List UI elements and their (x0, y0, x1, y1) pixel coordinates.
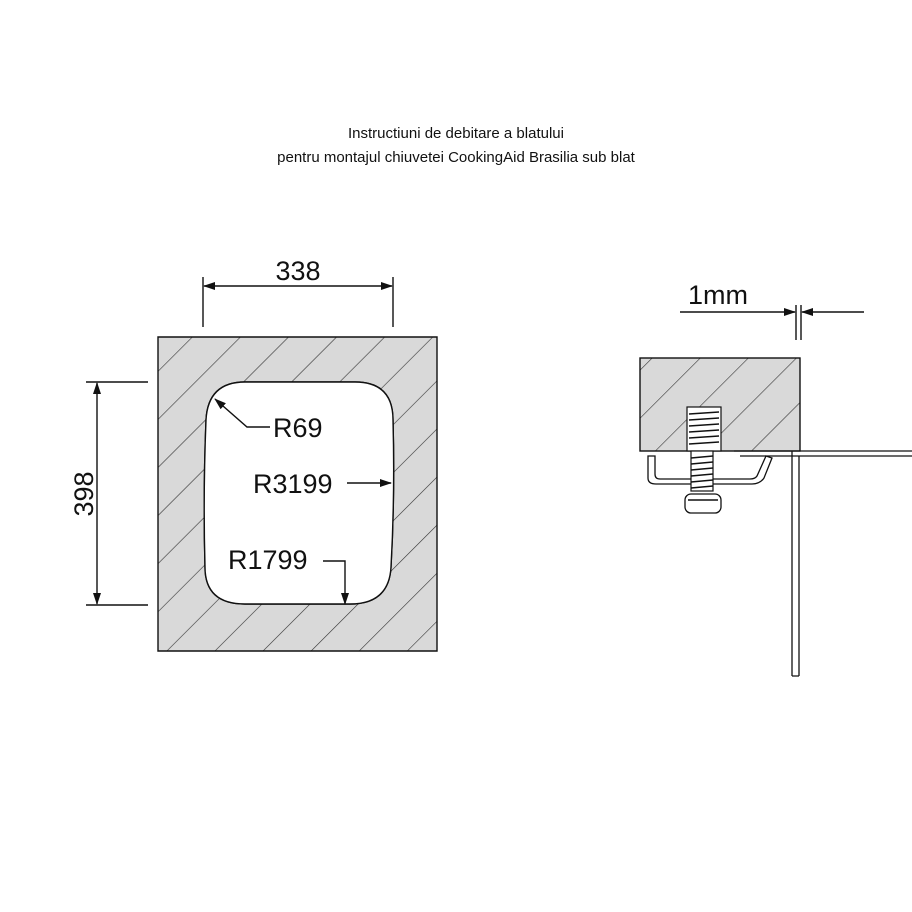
title-line-2: pentru montajul chiuvetei CookingAid Bra… (277, 149, 636, 166)
r69-leader (214, 398, 270, 428)
bolt-head (684, 493, 722, 514)
sink-wall (734, 450, 912, 677)
r1799-leader (323, 560, 349, 605)
section-view: 1mm (639, 280, 912, 677)
offset-label: 1mm (688, 280, 748, 310)
r3199-label: R3199 (253, 469, 333, 499)
threaded-insert (686, 406, 722, 452)
r1799-label: R1799 (228, 545, 308, 575)
height-label: 398 (69, 471, 99, 516)
clamp-bolt (690, 450, 714, 492)
width-label: 338 (275, 256, 320, 286)
title-line-1: Instructiuni de debitare a blatului (348, 125, 564, 142)
plan-view: 338 398 R69 R3199 R1799 (69, 256, 438, 652)
r69-label: R69 (273, 413, 323, 443)
clamp-bracket (647, 455, 773, 485)
sink-cutout (203, 381, 395, 605)
